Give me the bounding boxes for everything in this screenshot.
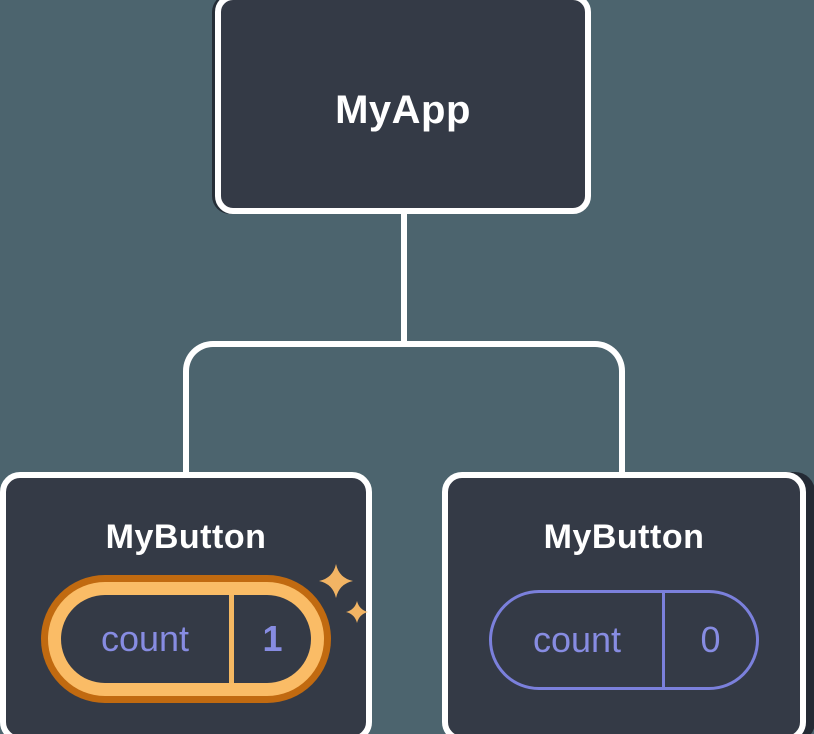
state-pill-body: count 1	[61, 595, 311, 683]
connector-branch-bracket	[183, 341, 625, 472]
pill-divider	[662, 593, 665, 687]
highlight-ring-outer: count 1	[41, 575, 331, 703]
root-node-myapp: MyApp	[215, 0, 591, 214]
state-value: 0	[700, 619, 721, 660]
connector-root-stem	[401, 212, 407, 344]
state-pill-body: count 0	[489, 590, 759, 690]
child-node-label: MyButton	[543, 518, 705, 556]
root-node-label: MyApp	[335, 87, 471, 132]
sparkles-icon	[319, 564, 368, 623]
child-node-label: MyButton	[105, 518, 267, 556]
state-value: 1	[262, 618, 283, 659]
state-name: count	[532, 619, 622, 660]
highlight-ring-inner: count 1	[48, 582, 324, 696]
child-node-mybutton-right: MyButton count 0	[442, 472, 806, 734]
state-pill-highlighted: count 1	[41, 575, 331, 703]
pill-divider	[229, 595, 234, 683]
state-name: count	[100, 618, 190, 659]
state-pill-plain: count 0	[489, 590, 759, 690]
child-node-mybutton-left: MyButton count 1	[0, 472, 372, 734]
